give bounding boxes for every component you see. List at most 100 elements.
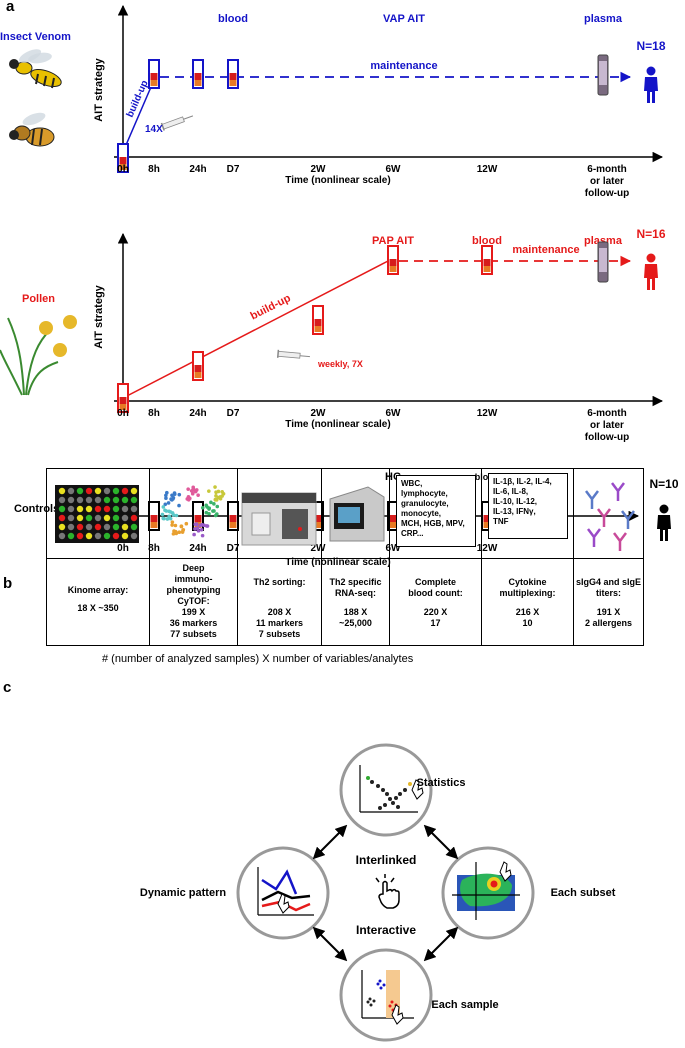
tsne-point [164,493,168,498]
kinome-spot [76,496,84,504]
tsne-point [214,490,218,495]
tsne-point [170,523,174,527]
pollen-group-label: Pollen [22,293,55,305]
venom-tick: 24h [189,164,206,175]
controls-tick: 12W [477,543,498,554]
antibody-icon [613,532,627,551]
count-line: 199 X [181,607,206,617]
tsne-point [161,505,166,509]
antibody-title: sIgG4 and sIgE titers: [574,577,643,599]
pollen-tick: 8h [148,408,160,419]
panel-c-letter: c [3,679,11,696]
tsne-point [163,508,167,513]
cbc-title: Complete blood count: [390,577,481,599]
controls-group-label: Controls [14,503,59,515]
controls-ticks: 0h 8h 24h D7 2W 6W 12W [117,543,498,554]
kinome-spot [94,514,102,522]
pollen-tube-24h [192,351,204,381]
box-line: MCH, HGB, MPV, [401,519,465,528]
antibody-cell: sIgG4 and sIgE titers: 191 X 2 allergens [574,558,643,645]
kinome-spot [94,487,102,495]
kinome-spot [58,496,66,504]
count-line: 36 markers [169,618,218,628]
count-line: 10 [522,618,533,628]
controls-tick: 6W [386,543,402,554]
tsne-point [209,500,213,505]
tsne-point [173,523,178,528]
kinome-spot [121,487,129,495]
tsne-point [186,487,190,491]
kinome-spot [94,523,102,531]
tsne-point [190,491,195,496]
kinome-spot [130,487,138,495]
venom-buildup-label: build-up [125,79,151,120]
kinome-spot [67,505,75,513]
cell-sorter-graphic [241,492,317,546]
tsne-point [204,510,209,515]
tsne-point [170,493,174,498]
venom-tube-d7 [227,59,239,89]
antibody-icon [611,482,625,501]
kinome-spot [130,523,138,531]
rnaseq-column: Th2 specific RNA-seq: 188 X ~25,000 [321,469,389,645]
tsne-point [199,528,204,532]
tsne-point [215,512,219,516]
antibody-icon [621,510,635,529]
tsne-point [200,505,205,510]
tsne-point [188,496,192,501]
kinome-array-image [47,469,149,557]
pollen-plasma-tube [597,241,609,283]
kinome-spot [121,532,129,540]
kinome-spot [130,505,138,513]
kinome-spot [112,487,120,495]
wasp-icon [9,49,62,89]
count-line: 220 X [423,607,448,617]
kinome-spot [130,514,138,522]
tsne-point [202,523,206,528]
controls-tick: 24h [189,543,206,554]
count-line: 7 subsets [258,629,301,639]
antibody-image [574,469,643,557]
venom-blood-label: blood [218,13,248,25]
tsne-point [193,489,198,494]
kinome-spot [112,514,120,522]
pollen-plasma-label: plasma [584,235,623,247]
tsne-point [184,521,189,526]
cbc-cell: Complete blood count: 220 X 17 [390,558,481,645]
pollen-tick: 2W [311,408,327,419]
venom-plasma-tube [597,54,609,96]
kinome-spot [112,505,120,513]
cbc-image: WBC, lymphocyte, granulocyte, monocyte, … [390,469,481,557]
antibody-icon [597,508,611,527]
pollen-ticks: 0h 8h 24h D7 2W 6W 12W 6-month or later … [117,408,629,443]
interlinked-label: Interlinked [356,853,417,867]
venom-n-label: N=18 [636,39,665,53]
pollen-x-label: Time (nonlinear scale) [285,419,390,430]
kinome-spot [76,514,84,522]
box-line: granulocyte, [401,499,449,508]
kinome-spot [103,505,111,513]
controls-tick: 2W [311,543,327,554]
subset-graphic [452,861,520,920]
cytof-count: 199 X 36 markers 77 subsets [150,607,237,640]
pollen-tick: 6W [386,408,402,419]
pollen-tick: 6-month [587,408,626,419]
venom-tick: 6W [386,164,402,175]
box-line: IL-10, IL-12, [493,497,538,506]
cytokine-parameters-box: IL-1β, IL-2, IL-4, IL-6, IL-8, IL-10, IL… [488,473,568,539]
tsne-point [194,522,199,526]
venom-tick: 2W [311,164,327,175]
kinome-cell: Kinome array: 18 X ~350 [47,558,149,645]
analysis-table: Kinome array: 18 X ~350 Deep immuno- phe… [46,468,644,646]
pollen-blood-label: blood [472,235,502,247]
tsne-point [195,526,200,530]
panel-b-letter: b [3,575,12,592]
tsne-point [196,493,200,497]
kinome-spot [112,523,120,531]
count-line: ~25,000 [339,618,372,628]
antibody-icon [587,528,601,547]
kinome-title: Kinome array: [47,585,149,596]
kinome-spot [67,532,75,540]
kinome-spot [76,487,84,495]
